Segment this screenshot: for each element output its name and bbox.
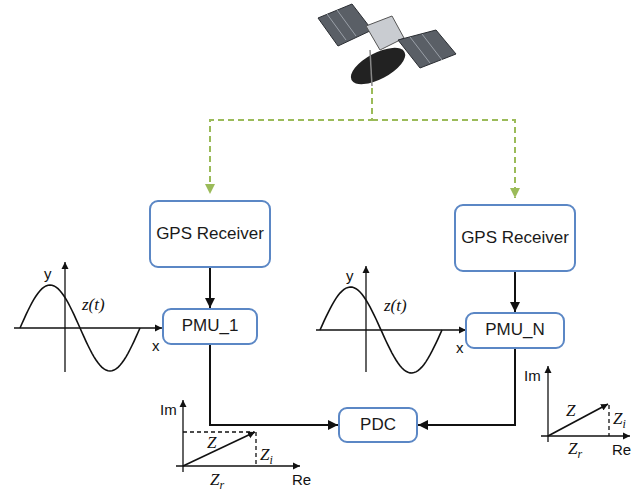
box-text: GPS Receiver <box>156 224 264 244</box>
axis-label: z(t) <box>384 297 407 314</box>
sine-plot <box>316 266 466 373</box>
axis-label: Im <box>160 402 177 417</box>
axis-label: y <box>346 268 354 283</box>
axis-label: Zr <box>210 471 224 491</box>
axis-label: Zi <box>613 410 626 430</box>
satellite <box>318 4 456 92</box>
process-box: GPS Receiver <box>149 200 271 268</box>
connector-arrow <box>514 272 516 312</box>
process-box: PMU_1 <box>162 308 258 345</box>
axis-label: Z <box>566 402 575 419</box>
box-text: PMU_1 <box>182 316 239 336</box>
gps-signal <box>210 88 515 198</box>
axis-label: x <box>456 340 464 355</box>
sine-plot <box>14 262 162 372</box>
axis-label: Zi <box>260 446 273 466</box>
connector-arrow <box>210 345 338 425</box>
axis-label: y <box>44 266 52 281</box>
box-text: PDC <box>360 415 396 435</box>
axis-label: Im <box>524 368 541 383</box>
phasor-plot <box>541 366 630 442</box>
process-box: PMU_N <box>465 312 565 349</box>
axis-label: Re <box>612 442 631 457</box>
box-text: PMU_N <box>485 320 545 340</box>
connector-arrow <box>418 349 515 425</box>
axis-label: Zr <box>568 440 582 460</box>
process-box: GPS Receiver <box>454 204 576 272</box>
axis-label: x <box>152 338 160 353</box>
box-text: GPS Receiver <box>461 228 569 248</box>
phasor-plot <box>176 400 300 472</box>
axis-label: Re <box>292 472 311 487</box>
axis-label: Z <box>207 434 216 451</box>
connector-arrow <box>209 268 211 308</box>
axis-label: z(t) <box>82 296 105 313</box>
process-box: PDC <box>338 407 418 443</box>
